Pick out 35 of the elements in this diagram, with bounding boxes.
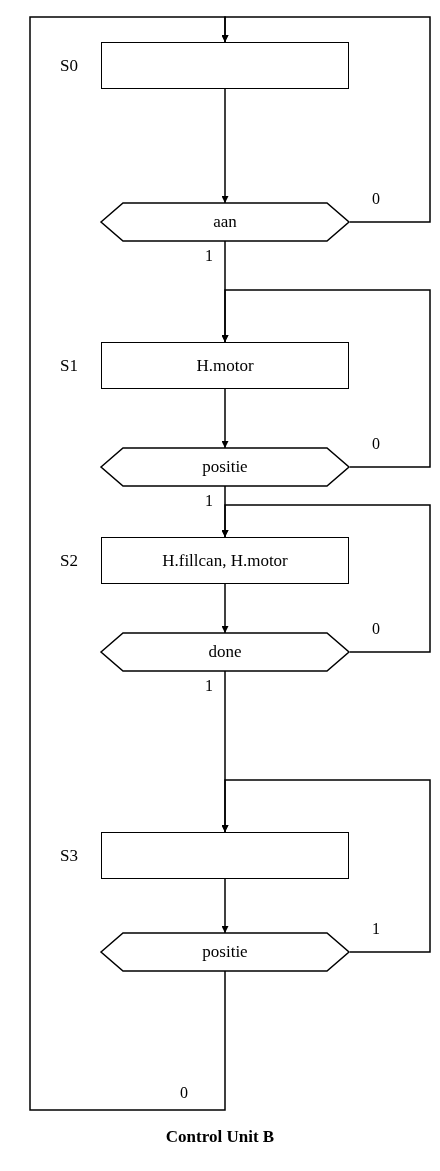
arrow: [221, 289, 431, 468]
node-label: H.motor: [196, 355, 254, 376]
caption: Control Unit B: [164, 1127, 276, 1147]
edge-label: 0: [180, 1084, 188, 1102]
arrow: [221, 583, 229, 634]
edge-label: 0: [372, 620, 380, 638]
node-label: done: [208, 642, 242, 662]
edge-label: 1: [205, 247, 213, 265]
state-label: S2: [60, 550, 78, 571]
decision-hexagon: [101, 448, 349, 486]
edge-label: 0: [372, 435, 380, 453]
arrow: [221, 504, 431, 653]
arrow: [221, 779, 431, 953]
edge-label: 0: [372, 190, 380, 208]
decision-hexagon: [101, 933, 349, 971]
state-box: [101, 832, 349, 879]
node-label: positie: [202, 942, 248, 962]
edge-label: 1: [372, 920, 380, 938]
arrow: [29, 16, 229, 1111]
node-label: H.fillcan, H.motor: [162, 550, 288, 571]
state-label: S1: [60, 355, 78, 376]
edge-label: 1: [205, 492, 213, 510]
edge-label: 1: [205, 677, 213, 695]
state-box: [101, 537, 349, 584]
arrow: [221, 388, 229, 449]
state-box: [101, 42, 349, 89]
arrow: [221, 878, 229, 934]
decision-hexagon: [101, 633, 349, 671]
decision-hexagon: [101, 203, 349, 241]
state-label: S0: [60, 55, 78, 76]
node-label: aan: [213, 212, 237, 232]
state-label: S3: [60, 845, 78, 866]
arrow: [221, 88, 229, 204]
node-label: positie: [202, 457, 248, 477]
state-box: [101, 342, 349, 389]
